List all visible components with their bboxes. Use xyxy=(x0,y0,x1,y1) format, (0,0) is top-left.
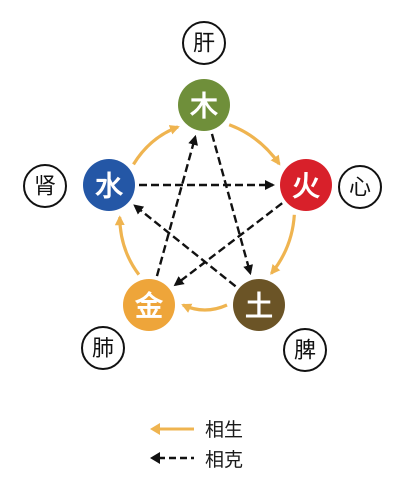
organ-label-water: 肾 xyxy=(34,175,56,200)
element-label-wood: 木 xyxy=(189,90,218,123)
overcoming-arrow-wood-earth xyxy=(210,133,253,276)
element-label-fire: 火 xyxy=(292,170,320,203)
organ-circle-wood xyxy=(182,21,226,65)
generating-arrow-water-wood xyxy=(132,125,180,166)
legend-generating-arrowhead xyxy=(150,423,160,435)
element-label-earth: 土 xyxy=(245,290,273,323)
element-node-wood xyxy=(178,79,230,131)
generating-arrow-wood-fire xyxy=(228,123,281,166)
organ-circle-metal xyxy=(81,326,125,370)
element-label-water: 水 xyxy=(95,170,124,203)
element-node-metal xyxy=(123,279,175,331)
generating-arrow-metal-water xyxy=(114,215,141,276)
element-node-fire xyxy=(280,159,332,211)
organ-labels: 肝心脾 肺 肾 xyxy=(23,21,382,372)
overcoming-arrow-earth-water xyxy=(133,204,237,288)
organ-circle-earth xyxy=(283,328,327,372)
organ-label-earth: 脾 xyxy=(294,339,316,364)
overcoming-arrow-fire-metal xyxy=(173,202,283,287)
legend-overcoming-label: 相克 xyxy=(205,449,243,471)
organ-circle-fire xyxy=(338,165,382,209)
legend-generating-label: 相生 xyxy=(205,419,243,441)
element-nodes: 木火土 金 水 xyxy=(83,79,332,331)
overcoming-arrow-metal-wood xyxy=(155,134,198,277)
element-label-metal: 金 xyxy=(134,290,164,323)
legend-overcoming-arrowhead xyxy=(150,452,160,464)
organ-label-fire: 心 xyxy=(349,176,371,201)
generating-arrows xyxy=(114,123,296,313)
element-node-earth xyxy=(233,279,285,331)
overcoming-arrows xyxy=(133,133,283,288)
organ-label-wood: 肝 xyxy=(193,32,215,57)
organ-circle-water xyxy=(23,164,67,208)
organ-label-metal: 肺 xyxy=(92,337,114,362)
legend: 相生 相克 xyxy=(150,419,243,471)
generating-arrow-fire-earth xyxy=(270,214,296,275)
generating-arrow-earth-metal xyxy=(181,303,228,313)
element-node-water xyxy=(83,159,135,211)
